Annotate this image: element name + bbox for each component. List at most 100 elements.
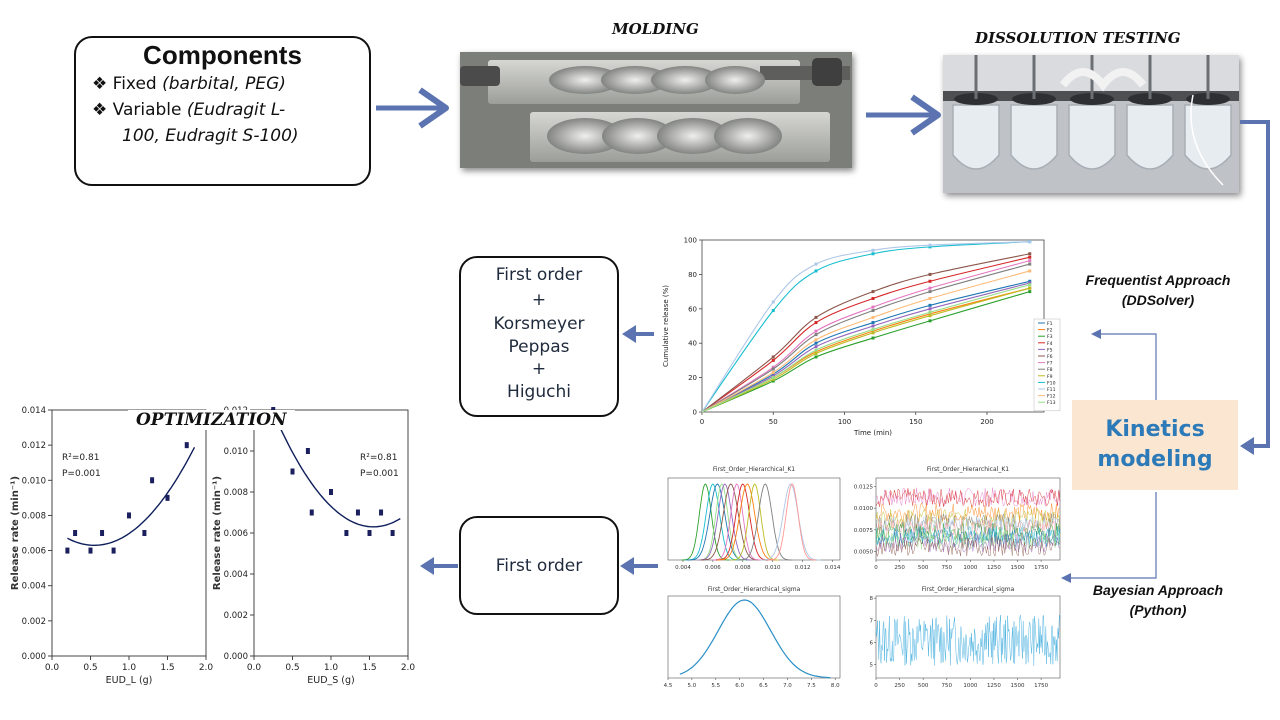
y-tick-label: 0.014	[22, 406, 46, 416]
data-point-f11	[814, 262, 818, 266]
y-tick-label: 0.006	[22, 547, 46, 557]
legend-label: F8	[1047, 367, 1053, 373]
arrow-components-to-molding	[376, 87, 449, 129]
data-point-f13	[771, 376, 775, 380]
variable-prefix: Variable	[112, 100, 187, 120]
x-tick-label: 50	[769, 418, 778, 426]
data-point-f6	[871, 290, 875, 294]
data-point-f5	[928, 307, 932, 311]
legend-label: F5	[1047, 347, 1053, 353]
x-tick-label: 250	[894, 565, 905, 571]
x-tick-label: 2.0	[401, 663, 416, 673]
plus-sign: +	[531, 359, 547, 379]
y-tick-label: 0.008	[224, 488, 248, 498]
x-tick-label: 6.5	[759, 683, 768, 689]
data-point-f5	[771, 374, 775, 378]
p-value-annotation: P=0.001	[62, 469, 101, 479]
dissolution-illustration	[943, 55, 1239, 193]
variable-line-2: 100, Eudragit S-100)	[122, 123, 369, 149]
x-tick-label: 7.5	[807, 683, 816, 689]
data-point	[390, 530, 395, 536]
y-tick-label: 8	[870, 596, 874, 602]
data-point-f11	[1028, 240, 1032, 244]
data-point	[100, 530, 105, 536]
plot-title: First_Order_Hierarchical_K1	[927, 466, 1009, 473]
data-point	[379, 509, 384, 516]
models-box: First order + Korsmeyer Peppas + Higuchi	[459, 256, 619, 417]
data-point	[73, 530, 78, 536]
data-point-f2	[814, 350, 818, 354]
x-tick-label: 0.014	[825, 565, 841, 571]
data-point-f3	[928, 319, 932, 323]
x-tick-label: 1.5	[160, 663, 174, 673]
plot-title: First_Order_Hierarchical_K1	[713, 466, 795, 473]
y-tick-label: 0.0050	[854, 549, 874, 555]
data-point-f10	[871, 252, 875, 256]
x-tick-label: 1250	[987, 683, 1001, 689]
x-tick-label: 0.008	[735, 565, 751, 571]
legend-label: F7	[1047, 361, 1053, 367]
x-tick-label: 7.0	[783, 683, 792, 689]
plot-title: First_Order_Hierarchical_sigma	[708, 586, 801, 593]
x-tick-label: 0.004	[675, 565, 691, 571]
data-point-f2	[928, 312, 932, 316]
legend-label: F11	[1047, 387, 1056, 393]
series-line-f5	[701, 282, 1030, 413]
data-point-f7	[871, 305, 875, 309]
y-tick-label: 0.010	[22, 476, 46, 486]
arrow-molding-to-dissolution	[866, 94, 941, 136]
y-tick-label: 20	[688, 374, 697, 382]
legend-label: F6	[1047, 354, 1053, 360]
data-point-f7	[928, 286, 932, 290]
data-point-f8	[871, 309, 875, 313]
data-point-f12	[771, 370, 775, 374]
series-line-f6	[701, 253, 1030, 413]
dissolution-photo	[943, 55, 1239, 193]
data-point-f3	[871, 336, 875, 340]
x-tick-label: 0	[700, 418, 704, 426]
kinetics-modeling-box: Kinetics modeling	[1072, 400, 1238, 490]
series-line-f4	[701, 256, 1030, 413]
data-point-f4	[771, 358, 775, 362]
data-point-f3	[814, 355, 818, 359]
data-point-f10	[928, 245, 932, 249]
data-point-f5	[871, 324, 875, 328]
first-order-box: First order	[459, 516, 619, 615]
legend-label: F3	[1047, 334, 1053, 340]
data-point-f9	[771, 377, 775, 381]
y-tick-label: 80	[688, 271, 697, 279]
data-point-f3	[1028, 290, 1032, 294]
x-tick-label: 0.010	[765, 565, 781, 571]
data-point-f11	[928, 243, 932, 247]
plot-title: First_Order_Hierarchical_sigma	[922, 586, 1015, 593]
data-point-f1	[871, 321, 875, 325]
data-point-f9	[928, 314, 932, 318]
plot-frame	[875, 595, 1061, 679]
legend-label: F13	[1047, 400, 1056, 406]
x-tick-label: 1500	[1011, 565, 1025, 571]
data-point-f1	[1028, 279, 1032, 283]
series-line-f8	[701, 263, 1030, 413]
data-point	[165, 494, 170, 501]
frequentist-label: Frequentist Approach (DDSolver)	[1074, 270, 1242, 310]
y-tick-label: 5	[870, 663, 874, 669]
r-squared-annotation: R²=0.81	[62, 453, 99, 463]
y-tick-label: 0.0075	[854, 528, 874, 534]
model-peppas: Peppas	[508, 337, 570, 357]
data-point-f12	[871, 315, 875, 319]
series-line-f3	[701, 291, 1030, 413]
model-korsmeyer: Korsmeyer	[493, 314, 585, 334]
diamond-bullet-icon: ❖	[92, 100, 108, 120]
y-tick-label: 60	[688, 305, 697, 313]
y-tick-label: 6	[870, 641, 874, 647]
density-curve	[768, 483, 817, 561]
y-tick-label: 0.006	[224, 529, 248, 539]
data-point	[305, 448, 310, 454]
data-point-f12	[814, 338, 818, 342]
data-point-f4	[1028, 255, 1032, 259]
data-point-f6	[928, 272, 932, 276]
data-point	[150, 477, 155, 484]
legend-label: F12	[1047, 394, 1056, 400]
